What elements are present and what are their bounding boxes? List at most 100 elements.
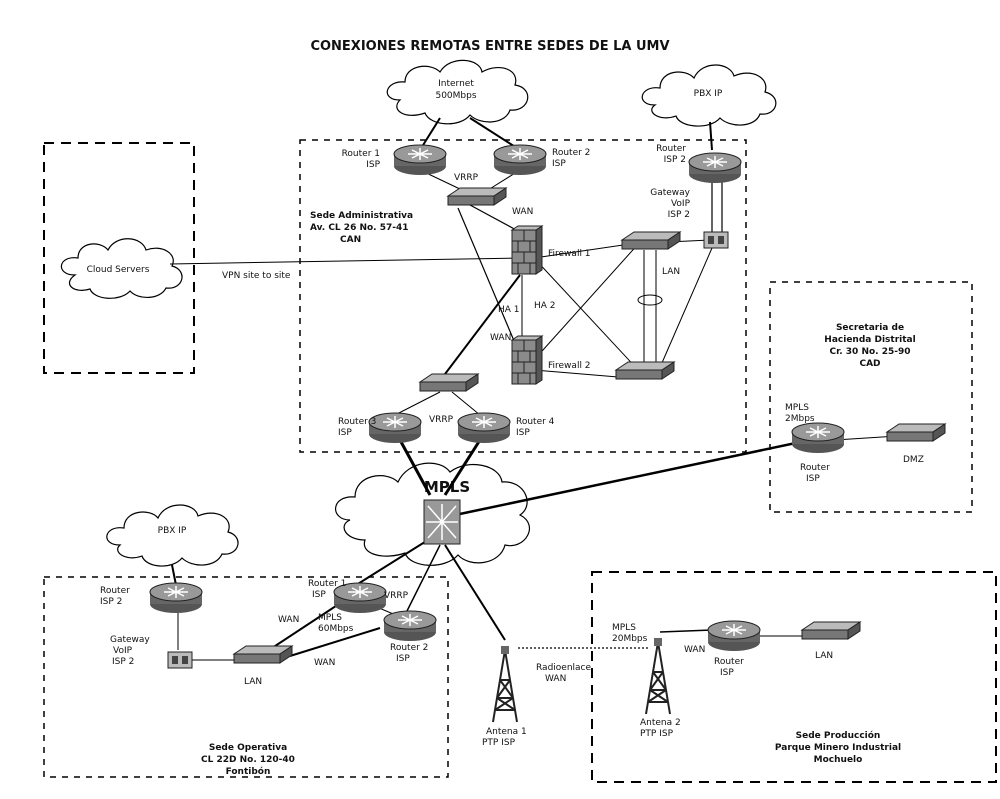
firewall-2-label: Firewall 2 xyxy=(548,361,591,371)
router-1-label: Router 1 xyxy=(342,149,380,159)
ha-1-label: HA 1 xyxy=(498,305,520,315)
vrrp-bottom-label: VRRP xyxy=(429,415,454,425)
gateway-operativa-label-1: Gateway xyxy=(110,635,150,645)
router-4-label: Router 4 xyxy=(516,417,555,427)
hacienda-name-1: Secretaria de xyxy=(836,323,904,333)
mpls-core-switch-icon xyxy=(423,499,461,545)
router-isp2-operativa xyxy=(149,582,203,614)
sede-operativa-box xyxy=(43,576,449,778)
hacienda-address: Cr. 30 No. 25-90 xyxy=(829,347,910,357)
vpn-label: VPN site to site xyxy=(222,271,291,281)
lan-switch-1 xyxy=(621,231,681,250)
router-1-operativa-label: Router 1 xyxy=(308,579,346,589)
sede-produccion-park: Parque Minero Industrial xyxy=(775,743,901,753)
router-1-isp xyxy=(393,144,447,176)
router-2-operativa-label: Router 2 xyxy=(390,643,428,653)
ha-2-label: HA 2 xyxy=(534,301,556,311)
router-produccion xyxy=(707,620,761,652)
router-isp2-admin-label: Router xyxy=(656,144,686,154)
internet-label: Internet xyxy=(438,79,474,89)
sede-admin-address: Av. CL 26 No. 57-41 xyxy=(310,223,409,233)
hacienda-router-sublabel: ISP xyxy=(806,474,820,484)
lan-operativa-label: LAN xyxy=(244,677,262,687)
radioenlace-label: Radioenlace xyxy=(536,663,591,673)
antena-1-tower-icon xyxy=(492,645,518,723)
mpls-label: MPLS xyxy=(424,478,470,496)
antena-2-sublabel: PTP ISP xyxy=(640,729,674,739)
gateway-admin-label-3: ISP 2 xyxy=(668,210,690,220)
hacienda-name-2: Hacienda Distrital xyxy=(824,335,915,345)
produccion-lan-label: LAN xyxy=(815,651,833,661)
hacienda-area: CAD xyxy=(859,359,880,369)
lan-switch-2 xyxy=(615,361,675,380)
firewall-1-label: Firewall 1 xyxy=(548,249,591,259)
router-1-operativa-sublabel: ISP xyxy=(312,590,326,600)
mpls-operativa-label: MPLS xyxy=(318,613,342,623)
produccion-router-sublabel: ISP xyxy=(720,668,734,678)
dmz-switch xyxy=(886,423,946,442)
gateway-admin-label-2: VoIP xyxy=(671,199,691,209)
antena-2-tower-icon xyxy=(645,637,671,715)
antena-2-label: Antena 2 xyxy=(640,718,681,728)
router-3-label: Router 3 xyxy=(338,417,376,427)
sede-admin-name: Sede Administrativa xyxy=(310,211,413,221)
firewall-1-icon xyxy=(511,225,543,275)
sede-operativa-address: CL 22D No. 120-40 xyxy=(201,755,295,765)
radioenlace-sublabel: WAN xyxy=(545,674,566,684)
wan-mid-label: WAN xyxy=(490,333,511,343)
sede-produccion-name: Sede Producción xyxy=(796,730,881,741)
cloud-servers-cloud: Cloud Servers xyxy=(60,238,183,299)
sede-admin-area: CAN xyxy=(340,235,361,245)
router-2-isp xyxy=(493,144,547,176)
sede-operativa-area: Fontibón xyxy=(226,766,271,777)
router-isp2-operativa-sublabel: ISP 2 xyxy=(100,597,122,607)
gateway-operativa-label-2: VoIP xyxy=(113,646,133,656)
router-2-operativa-sublabel: ISP xyxy=(396,654,410,664)
internet-cloud: Internet 500Mbps xyxy=(386,59,529,125)
router-3-isp xyxy=(368,412,422,444)
hacienda-mpls-label: MPLS xyxy=(785,403,809,413)
lan-bundle-ring xyxy=(637,294,663,306)
antena-1-sublabel: PTP ISP xyxy=(482,738,516,748)
produccion-router-label: Router xyxy=(714,657,744,667)
lan-switch-operativa xyxy=(233,645,293,664)
router-3-sublabel: ISP xyxy=(338,428,352,438)
hacienda-mpls-bandwidth: 2Mbps xyxy=(785,414,815,424)
diagram-title: CONEXIONES REMOTAS ENTRE SEDES DE LA UMV xyxy=(310,39,669,54)
gateway-voip-admin xyxy=(703,231,729,249)
router-4-isp xyxy=(457,412,511,444)
router-1-sublabel: ISP xyxy=(366,160,380,170)
wan2-operativa-label: WAN xyxy=(314,658,335,668)
vrrp-top-label: VRRP xyxy=(454,173,479,183)
lan-admin-label: LAN xyxy=(662,267,680,277)
wan-switch-bottom xyxy=(419,373,479,392)
router-4-sublabel: ISP xyxy=(516,428,530,438)
hacienda-box xyxy=(769,281,973,513)
lan-switch-produccion xyxy=(801,621,861,640)
gateway-admin-label-1: Gateway xyxy=(650,188,690,198)
produccion-mpls-bandwidth: 20Mbps xyxy=(612,634,648,644)
antena-1-label: Antena 1 xyxy=(486,727,527,737)
hacienda-router-label: Router xyxy=(800,463,830,473)
produccion-mpls-label: MPLS xyxy=(612,623,636,633)
cloud-servers-box xyxy=(43,142,195,374)
pbx-top-label: PBX IP xyxy=(694,89,723,99)
pbx-left-label: PBX IP xyxy=(158,526,187,536)
gateway-operativa-label-3: ISP 2 xyxy=(112,657,134,667)
router-isp2-admin xyxy=(688,152,742,184)
mpls-operativa-bandwidth: 60Mbps xyxy=(318,624,354,634)
wan1-operativa-label: WAN xyxy=(278,615,299,625)
sede-produccion-box xyxy=(591,571,997,783)
router-isp2-admin-sublabel: ISP 2 xyxy=(664,155,686,165)
pbx-top-cloud: PBX IP xyxy=(641,64,777,127)
vrrp-operativa-label: VRRP xyxy=(384,591,409,601)
sede-operativa-name: Sede Operativa xyxy=(209,743,287,753)
router-hacienda xyxy=(791,422,845,454)
router-2-label: Router 2 xyxy=(552,148,590,158)
sede-produccion-area: Mochuelo xyxy=(814,755,863,765)
wan-top-label: WAN xyxy=(512,207,533,217)
dmz-label: DMZ xyxy=(903,455,924,465)
router-isp2-operativa-label: Router xyxy=(100,586,130,596)
router-2-sublabel: ISP xyxy=(552,159,566,169)
